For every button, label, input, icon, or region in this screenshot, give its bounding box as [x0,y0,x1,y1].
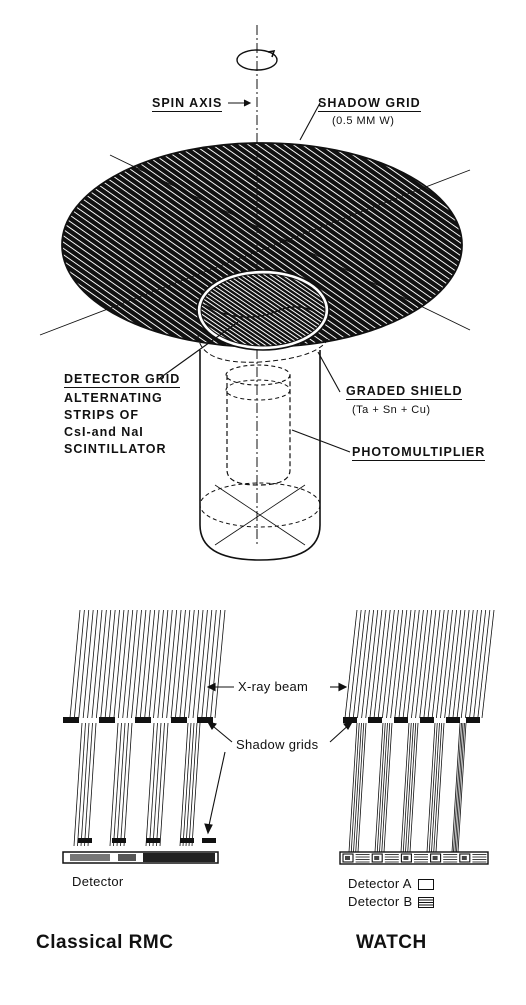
shadow-grid-disc [39,142,471,348]
shadow-grid-label: SHADOW GRID [318,96,421,112]
detector-b-legend: Detector B [348,894,435,909]
detector-grid-label: DETECTOR GRID [64,372,181,388]
leader-lines-top [159,99,351,453]
watch-xray-beam [344,609,495,719]
detector-grid-desc-3: CsI-and NaI [64,425,144,439]
photomultiplier-tube [197,334,331,561]
watch-title: WATCH [356,932,427,953]
watch-detector-bar [339,851,489,865]
xray-beam-label: X-ray beam [238,679,309,694]
graded-shield-spec: (Ta + Sn + Cu) [352,404,431,416]
detector-b-label: Detector B [348,894,413,909]
rmc-bottom-grid [78,838,216,843]
photomultiplier-label: PHOTOMULTIPLIER [352,445,486,461]
shadow-grid-spec: (0.5 MM W) [332,115,395,127]
rmc-transmitted-rays [73,722,201,847]
detector-grid-desc-4: SCINTILLATOR [64,442,167,456]
rmc-detector-bar [62,851,219,864]
classical-rmc-title: Classical RMC [36,932,174,953]
graded-shield-label: GRADED SHIELD [346,384,463,400]
detector-a-swatch-icon [417,879,434,891]
rmc-xray-beam [69,609,226,719]
watch-top-grid [343,717,480,723]
detector-a-legend: Detector A [348,876,434,891]
detector-b-swatch-icon [418,897,435,909]
watch-transmitted-rays [348,722,467,853]
detector-grid-desc-2: STRIPS OF [64,408,139,422]
rmc-top-grid [63,717,213,723]
spin-axis-label: SPIN AXIS [152,96,223,112]
rmc-detector-label: Detector [72,874,124,889]
leader-lines-bottom [204,682,354,835]
detector-grid-desc-1: ALTERNATING [64,391,163,405]
shadow-grids-label: Shadow grids [236,737,319,752]
detector-a-label: Detector A [348,876,412,891]
detector-grid-opening [196,269,330,351]
